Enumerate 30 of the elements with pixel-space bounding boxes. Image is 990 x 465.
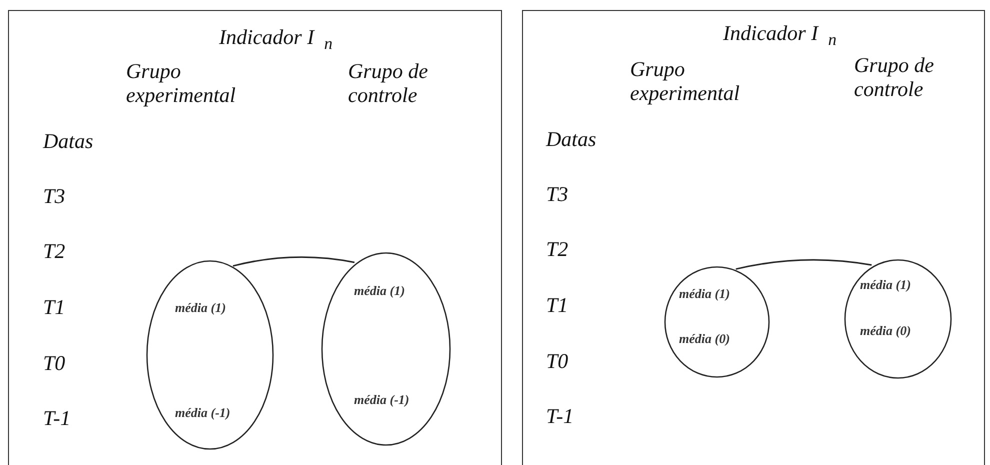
connector-line [736,259,872,270]
row-label: T3 [546,182,568,206]
mean-label: média (1) [860,277,911,293]
mean-label: média (1) [354,283,405,299]
row-label: T1 [546,293,568,317]
row-header: Datas [546,127,596,151]
column-header: Grupo experimental [630,57,741,105]
row-label: T1 [43,295,66,319]
mean-label: média (1) [679,286,730,302]
mean-label: média (-1) [354,392,410,408]
row-label: T-1 [546,404,574,428]
mean-label: média (0) [679,331,730,347]
connector-line [232,256,355,267]
mean-label: média (-1) [175,405,230,421]
column-header: Grupo de controle [348,59,429,107]
row-label: T2 [546,237,568,261]
row-label: T2 [43,239,66,263]
row-label: T0 [43,351,66,375]
diagram-panel [8,10,502,465]
row-label: T0 [546,349,568,373]
mean-label: média (0) [860,323,911,339]
column-header: Grupo experimental [126,59,237,107]
mean-label: média (1) [175,300,226,316]
row-label: T3 [43,184,66,208]
panel-title: Indicador I$_{n}$ [219,25,332,56]
column-header: Grupo de controle [854,53,935,101]
row-header: Datas [43,129,94,153]
diagram-panel [522,10,985,465]
panel-title: Indicador I$_{n}$ [723,21,836,52]
row-label: T-1 [43,406,71,430]
